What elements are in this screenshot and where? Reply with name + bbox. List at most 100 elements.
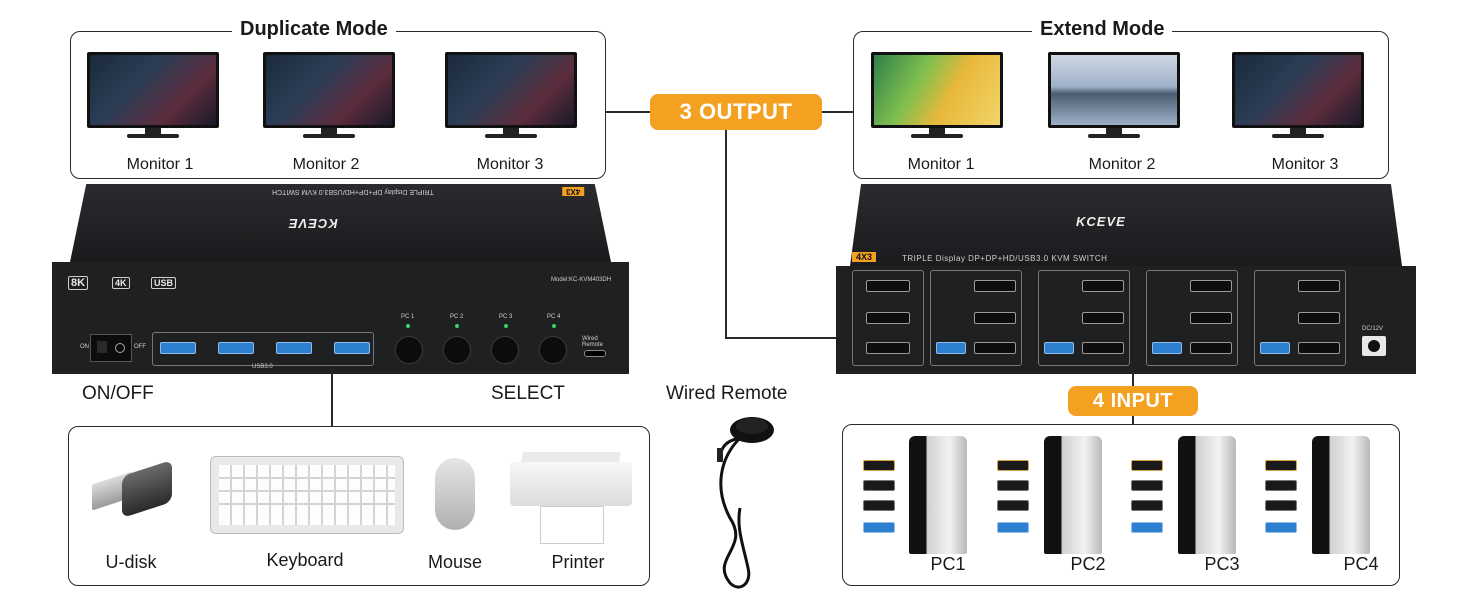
duplicate-mode-title: Duplicate Mode <box>232 18 396 41</box>
input-c2-port[interactable] <box>1190 280 1232 292</box>
usb-port-4[interactable] <box>334 342 370 354</box>
usb-port-3[interactable] <box>276 342 312 354</box>
pc3-led <box>504 324 508 328</box>
input-a2-port[interactable] <box>1190 342 1232 354</box>
usb-port-2[interactable] <box>218 342 254 354</box>
pc2-button-label: PC 2 <box>450 314 464 320</box>
pc3-connectors <box>1131 460 1163 538</box>
input-line-down <box>1132 416 1134 426</box>
input-c1-port[interactable] <box>1298 280 1340 292</box>
switch-on-label: ON <box>80 344 89 350</box>
usb-port-group <box>152 332 374 366</box>
front-model: Model:KC-KVM403DH <box>551 277 612 283</box>
power-switch[interactable] <box>90 334 132 362</box>
front-top-badge: 4X3 <box>562 187 585 196</box>
pc1-led <box>406 324 410 328</box>
usb3-label: USB3.0 <box>252 364 273 370</box>
pc3-label: PC3 <box>1204 554 1240 574</box>
input-1-group <box>1254 270 1346 366</box>
pc4-tower <box>1312 436 1370 554</box>
peripheral-line <box>331 372 333 427</box>
dup-monitor-2 <box>263 52 395 156</box>
pc2-label: PC2 <box>1070 554 1106 574</box>
select-label: SELECT <box>491 383 565 404</box>
udisk-label: U-disk <box>105 552 157 572</box>
dc-power-jack[interactable] <box>1362 336 1386 356</box>
mouse-label: Mouse <box>427 552 483 572</box>
output-line-right <box>822 111 854 113</box>
pc1-button-label: PC 1 <box>401 314 415 320</box>
input-4-group <box>930 270 1022 366</box>
back-brand-logo: KCEVE <box>1076 214 1126 229</box>
output-badge: 3 OUTPUT <box>650 94 822 130</box>
usb-port-1[interactable] <box>160 342 196 354</box>
front-brand-logo: KCEVE <box>288 216 338 231</box>
out-a-port[interactable] <box>866 342 910 354</box>
ext-monitor-2-label: Monitor 2 <box>1088 156 1156 173</box>
pc3-tower <box>1178 436 1236 554</box>
spec-badge-usb: USB <box>151 277 177 289</box>
pc4-select-button[interactable] <box>539 336 567 364</box>
back-text: TRIPLE Display DP+DP+HD/USB3.0 KVM SWITC… <box>902 254 1108 263</box>
input-c3-port[interactable] <box>1082 280 1124 292</box>
input-b3-port[interactable] <box>1082 312 1124 324</box>
pc3-select-button[interactable] <box>491 336 519 364</box>
input-b4-port[interactable] <box>974 312 1016 324</box>
kvm-back-device: KCEVE 4X3 TRIPLE Display DP+DP+HD/USB3.0… <box>836 184 1416 374</box>
pc1-tower <box>909 436 967 554</box>
dup-monitor-3-label: Monitor 3 <box>476 156 544 173</box>
spec-badge-8k: 8K <box>68 276 89 290</box>
input-c4-port[interactable] <box>974 280 1016 292</box>
input-a1-port[interactable] <box>1298 342 1340 354</box>
output-line-left <box>606 111 650 113</box>
dc-label: DC/12V <box>1362 326 1384 332</box>
input-2-group <box>1146 270 1238 366</box>
keyboard-label: Keyboard <box>266 550 344 570</box>
usb-in-2[interactable] <box>1152 342 1182 354</box>
onoff-label: ON/OFF <box>82 383 154 404</box>
dup-monitor-1-label: Monitor 1 <box>126 156 194 173</box>
wired-remote-port-label: Wired Remote <box>582 336 604 348</box>
extend-mode-title: Extend Mode <box>1032 18 1173 41</box>
ext-monitor-1 <box>871 52 1003 156</box>
pc2-tower <box>1044 436 1102 554</box>
dup-monitor-3 <box>445 52 577 156</box>
pc3-button-label: PC 3 <box>499 314 513 320</box>
wired-remote-port[interactable] <box>584 350 606 357</box>
pc2-select-button[interactable] <box>443 336 471 364</box>
pc4-button-label: PC 4 <box>547 314 561 320</box>
dup-monitor-1 <box>87 52 219 156</box>
pc1-select-button[interactable] <box>395 336 423 364</box>
usb-in-3[interactable] <box>1044 342 1074 354</box>
kvm-front-device: TRIPLE Display DP+DP+HD/USB3.0 KVM SWITC… <box>52 184 629 374</box>
dup-monitor-2-label: Monitor 2 <box>292 156 360 173</box>
front-top-text: TRIPLE Display DP+DP+HD/USB3.0 KVM SWITC… <box>272 188 434 195</box>
input-b1-port[interactable] <box>1298 312 1340 324</box>
pc2-led <box>455 324 459 328</box>
output-line-to-back <box>725 337 840 339</box>
input-b2-port[interactable] <box>1190 312 1232 324</box>
pc4-label: PC4 <box>1343 554 1379 574</box>
out-b-port[interactable] <box>866 312 910 324</box>
input-a4-port[interactable] <box>974 342 1016 354</box>
pc2-connectors <box>997 460 1029 538</box>
back-badge: 4X3 <box>852 252 877 262</box>
ext-monitor-3 <box>1232 52 1364 156</box>
input-3-group <box>1038 270 1130 366</box>
mouse-icon <box>435 458 475 530</box>
pc4-connectors <box>1265 460 1297 538</box>
printer-icon <box>510 452 632 544</box>
ext-monitor-1-label: Monitor 1 <box>907 156 975 173</box>
input-badge: 4 INPUT <box>1068 386 1198 416</box>
pc4-led <box>552 324 556 328</box>
usb-in-1[interactable] <box>1260 342 1290 354</box>
out-c-port[interactable] <box>866 280 910 292</box>
udisk-icon <box>92 459 180 522</box>
input-a3-port[interactable] <box>1082 342 1124 354</box>
usb-in-4[interactable] <box>936 342 966 354</box>
out-port-group <box>852 270 924 366</box>
ext-monitor-2 <box>1048 52 1180 156</box>
pc1-connectors <box>863 460 895 538</box>
wired-remote-label: Wired Remote <box>666 383 788 404</box>
output-line-down <box>725 130 727 338</box>
